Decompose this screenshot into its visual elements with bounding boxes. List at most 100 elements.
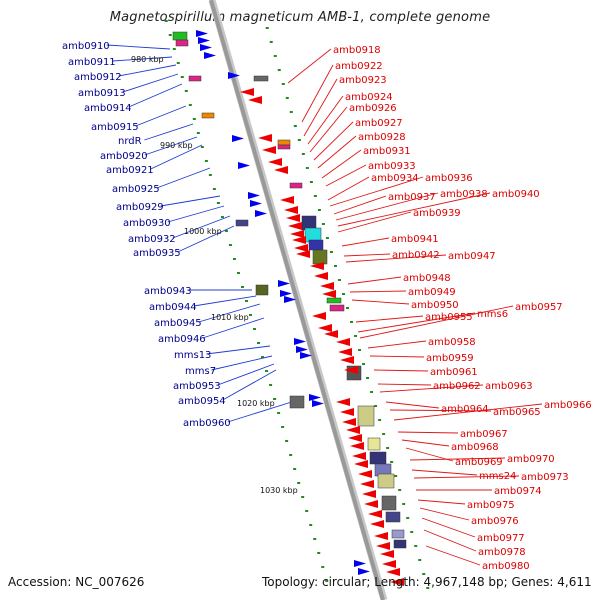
- right-callout-line: [349, 290, 407, 293]
- scale-tick: [362, 363, 366, 365]
- right-gene-label: amb0936: [425, 173, 473, 184]
- accession-text: Accession: NC_007626: [8, 575, 145, 589]
- feature-box: [357, 405, 375, 427]
- left-gene-label: amb0921: [106, 165, 154, 176]
- scale-tick: [337, 279, 341, 281]
- gene-arrow: [290, 230, 304, 238]
- scale-tick: [321, 223, 325, 225]
- right-callout-line: [327, 176, 370, 201]
- right-gene-label: amb0959: [426, 353, 474, 364]
- scale-tick: [325, 237, 329, 239]
- feature-box: [312, 249, 328, 265]
- right-callout-line: [373, 369, 429, 372]
- gene-arrow: [374, 532, 388, 540]
- right-gene-label: amb0933: [368, 161, 416, 172]
- scale-tick: [414, 545, 418, 547]
- right-callout-line: [393, 403, 543, 421]
- scale-tick: [273, 398, 277, 400]
- right-gene-label: amb0949: [408, 287, 456, 298]
- scale-tick: [224, 230, 228, 232]
- scale-tick: [269, 41, 273, 43]
- left-callout-line: [128, 83, 183, 108]
- scale-tick: [309, 524, 313, 526]
- right-gene-label: amb0938: [440, 189, 488, 200]
- scale-tick: [176, 62, 180, 64]
- right-callout-line: [417, 499, 466, 505]
- scale-tick: [297, 482, 301, 484]
- scale-tick: [333, 265, 337, 267]
- feature-box: [369, 451, 387, 465]
- scale-tick: [402, 503, 406, 505]
- feature-box: [381, 495, 397, 511]
- scale-tick: [406, 517, 410, 519]
- gene-arrow: [312, 400, 324, 407]
- gene-arrow: [352, 452, 366, 460]
- right-gene-label: amb0947: [448, 251, 496, 262]
- left-gene-label: amb0935: [133, 248, 181, 259]
- scale-tick: [370, 391, 374, 393]
- scale-tick: [257, 342, 261, 344]
- right-gene-label: amb0977: [477, 533, 525, 544]
- right-callout-line: [329, 176, 424, 207]
- scale-tick: [305, 510, 309, 512]
- scale-tick: [398, 489, 402, 491]
- scale-tick: [208, 174, 212, 176]
- scale-tick: [285, 97, 289, 99]
- scale-tick: [382, 433, 386, 435]
- scale-tick: [305, 167, 309, 169]
- gene-arrows: [196, 30, 404, 586]
- scale-tick: [236, 272, 240, 274]
- gene-arrow: [292, 236, 306, 244]
- gene-arrow: [296, 346, 308, 353]
- gene-arrow: [338, 348, 352, 356]
- left-gene-labels: amb0910amb0911amb0912amb0913amb0914amb09…: [62, 41, 231, 429]
- right-callout-line: [347, 276, 402, 285]
- scale-tick: [309, 181, 313, 183]
- right-callout-line: [309, 106, 348, 153]
- right-gene-label: amb0918: [333, 45, 381, 56]
- gene-arrow: [354, 460, 368, 468]
- gene-arrow: [318, 324, 332, 332]
- right-callout-line: [287, 48, 332, 84]
- scale-tick: [184, 90, 188, 92]
- right-gene-label: amb0973: [521, 472, 569, 483]
- left-gene-label: amb0932: [128, 234, 176, 245]
- gene-arrow: [386, 568, 400, 576]
- left-gene-label: amb0960: [183, 418, 231, 429]
- gene-arrow: [286, 214, 300, 222]
- left-callout-lines: [106, 44, 299, 423]
- gene-arrow: [376, 542, 390, 550]
- gene-arrow: [348, 434, 362, 442]
- right-callout-line: [351, 299, 410, 305]
- right-gene-label: amb0950: [411, 300, 459, 311]
- right-callout-line: [357, 312, 476, 333]
- topology-text: Topology: circular; Length: 4,967,148 bp…: [262, 575, 592, 589]
- left-callout-line: [106, 44, 171, 50]
- gene-arrow: [198, 37, 210, 44]
- right-callout-line: [335, 192, 439, 221]
- left-gene-label: amb0943: [144, 286, 192, 297]
- feature-box: [277, 144, 291, 150]
- right-callout-line: [389, 409, 492, 412]
- gene-arrow: [268, 158, 282, 166]
- left-gene-label: amb0953: [173, 381, 221, 392]
- scale-tick: [313, 538, 317, 540]
- right-gene-label: amb0940: [492, 189, 540, 200]
- left-callout-line: [122, 73, 179, 93]
- gene-arrow: [362, 490, 376, 498]
- right-gene-label: amb0931: [363, 146, 411, 157]
- gene-arrow: [288, 222, 302, 230]
- right-callout-line: [401, 439, 450, 447]
- gene-arrow: [280, 290, 292, 297]
- gene-arrow: [382, 560, 396, 568]
- scale-tick: [426, 587, 430, 589]
- scale-tick: [212, 188, 216, 190]
- right-gene-label: amb0970: [507, 454, 555, 465]
- left-gene-label: amb0914: [84, 103, 132, 114]
- right-gene-label: amb0969: [455, 457, 503, 468]
- scale-tick: [196, 132, 200, 134]
- right-callout-line: [397, 431, 459, 434]
- feature-box: [308, 239, 324, 251]
- gene-arrow: [322, 290, 336, 298]
